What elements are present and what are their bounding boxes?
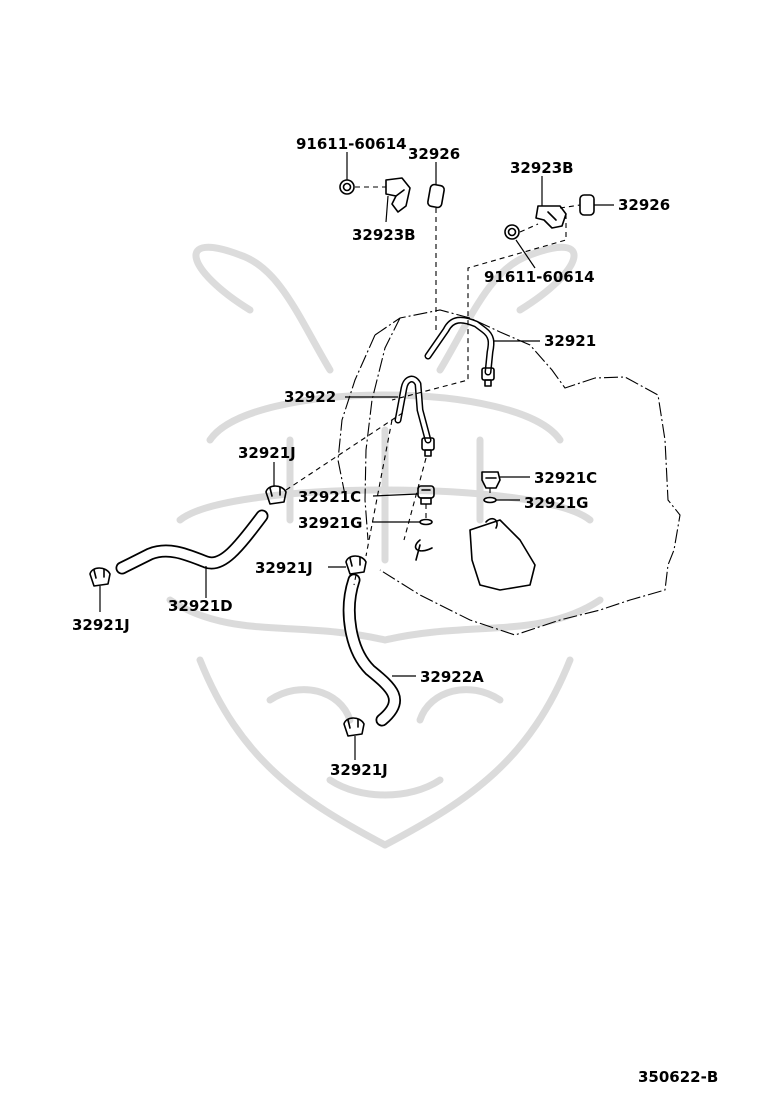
label-union-c-left: 32921C bbox=[298, 488, 361, 506]
pipe-upper bbox=[424, 316, 495, 387]
label-pipe-lower: 32922 bbox=[284, 388, 336, 406]
label-pipe-upper: 32921 bbox=[544, 332, 596, 350]
pipe-lower bbox=[394, 375, 435, 457]
label-nut-top-left: 91611-60614 bbox=[296, 135, 407, 153]
label-union-c-right: 32921C bbox=[534, 469, 597, 487]
label-clamp-top-right: 32923B bbox=[510, 159, 574, 177]
watermark-emblem bbox=[166, 243, 604, 849]
gasket-g-left bbox=[419, 518, 433, 526]
figure-code: 350622-B bbox=[638, 1068, 718, 1086]
transmission-case-outline bbox=[337, 309, 681, 636]
clamp-top-left bbox=[385, 177, 411, 213]
label-hose-top-center: 32926 bbox=[408, 145, 460, 163]
clip-j-mid bbox=[345, 555, 367, 575]
label-clip-j-upper: 32921J bbox=[238, 444, 296, 462]
label-gasket-g-right: 32921G bbox=[524, 494, 589, 512]
part-labels: 91611-60614 32926 32923B 32923B 32926 91… bbox=[72, 135, 718, 1086]
clip-j-left bbox=[89, 567, 111, 587]
label-nut-top-right: 91611-60614 bbox=[484, 268, 595, 286]
hose-top-right bbox=[579, 194, 595, 216]
label-gasket-g-left: 32921G bbox=[298, 514, 363, 532]
label-hose-d: 32921D bbox=[168, 597, 233, 615]
clamp-top-right bbox=[535, 205, 567, 229]
label-hose-a: 32922A bbox=[420, 668, 484, 686]
gasket-g-right bbox=[483, 496, 497, 504]
label-clamp-top-left: 32923B bbox=[352, 226, 416, 244]
label-clip-j-bottom: 32921J bbox=[330, 761, 388, 779]
clip-j-bottom bbox=[343, 717, 365, 737]
leader-lines bbox=[99, 152, 614, 760]
union-c-right bbox=[481, 471, 501, 489]
clip-j-upper bbox=[265, 485, 287, 505]
label-clip-j-mid: 32921J bbox=[255, 559, 313, 577]
hose-a bbox=[342, 573, 401, 727]
nut-top-right bbox=[504, 224, 520, 240]
hose-top-center bbox=[427, 183, 445, 209]
label-clip-j-left: 32921J bbox=[72, 616, 130, 634]
assembly-dashed-lines bbox=[285, 186, 581, 586]
nut-top-left bbox=[339, 179, 355, 195]
label-hose-top-right: 32926 bbox=[618, 196, 670, 214]
hose-d bbox=[115, 509, 269, 575]
